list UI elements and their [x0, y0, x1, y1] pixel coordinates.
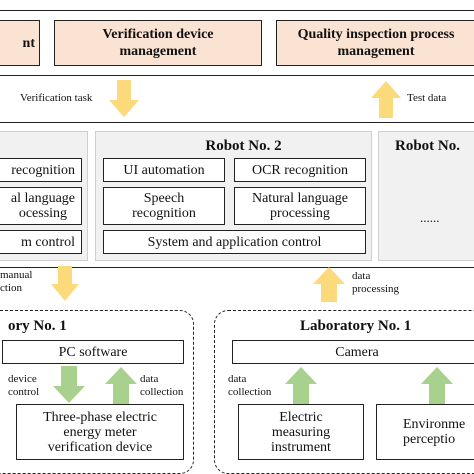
speech-recognition-box: Speech recognition: [103, 187, 225, 225]
verification-task-down-arrow-icon: [109, 80, 139, 117]
robot-1-recognition-box: recognition: [0, 158, 82, 182]
system-and-application-control-box: System and application control: [103, 230, 366, 254]
verification-device-management-box: Verification device management: [54, 20, 262, 66]
camera-box: Camera: [232, 340, 474, 364]
pc-software-box: PC software: [2, 340, 184, 364]
environment-up-arrow-icon: [421, 367, 453, 404]
right-data-collection-label: data collection: [228, 373, 272, 398]
device-control-label: device control: [8, 373, 40, 398]
left-data-collection-label: data collection: [140, 373, 184, 398]
manual-control-label: manual ction: [0, 269, 33, 294]
electric-measuring-instrument-box: Electric measuring instrument: [238, 404, 364, 460]
data-processing-label: data processing: [352, 270, 400, 295]
data-processing-up-arrow-icon: [313, 267, 345, 302]
environment-perception-box: Environme perceptio: [376, 404, 474, 460]
verification-task-label: Verification task: [20, 92, 93, 104]
laboratory-right-title: Laboratory No. 1: [300, 318, 412, 334]
left-partial-management-box: nt: [0, 20, 40, 66]
three-phase-meter-verification-device-box: Three-phase electric energy meter verifi…: [16, 404, 184, 460]
quality-inspection-process-management-box: Quality inspection process management: [276, 20, 474, 66]
robot-no-3-panel: [378, 131, 474, 261]
right-data-collection-up-arrow-icon: [285, 367, 317, 404]
manual-control-down-arrow-icon: [51, 266, 79, 301]
robot-no-3-title: Robot No.: [395, 138, 461, 154]
test-data-label: Test data: [407, 92, 447, 104]
ocr-recognition-box: OCR recognition: [234, 158, 366, 182]
robot-no-2-title: Robot No. 2: [205, 138, 282, 154]
ui-automation-box: UI automation: [103, 158, 225, 182]
data-collection-up-arrow-icon: [105, 367, 137, 404]
laboratory-left-title: ory No. 1: [8, 318, 67, 334]
device-control-down-arrow-icon: [53, 366, 85, 403]
test-data-up-arrow-icon: [371, 81, 401, 118]
robot-1-language-processing-box: al language ocessing: [0, 187, 82, 225]
natural-language-processing-box: Natural language processing: [234, 187, 366, 225]
robot-no-3-ellipsis: ......: [420, 210, 440, 225]
robot-1-control-box: m control: [0, 230, 82, 254]
